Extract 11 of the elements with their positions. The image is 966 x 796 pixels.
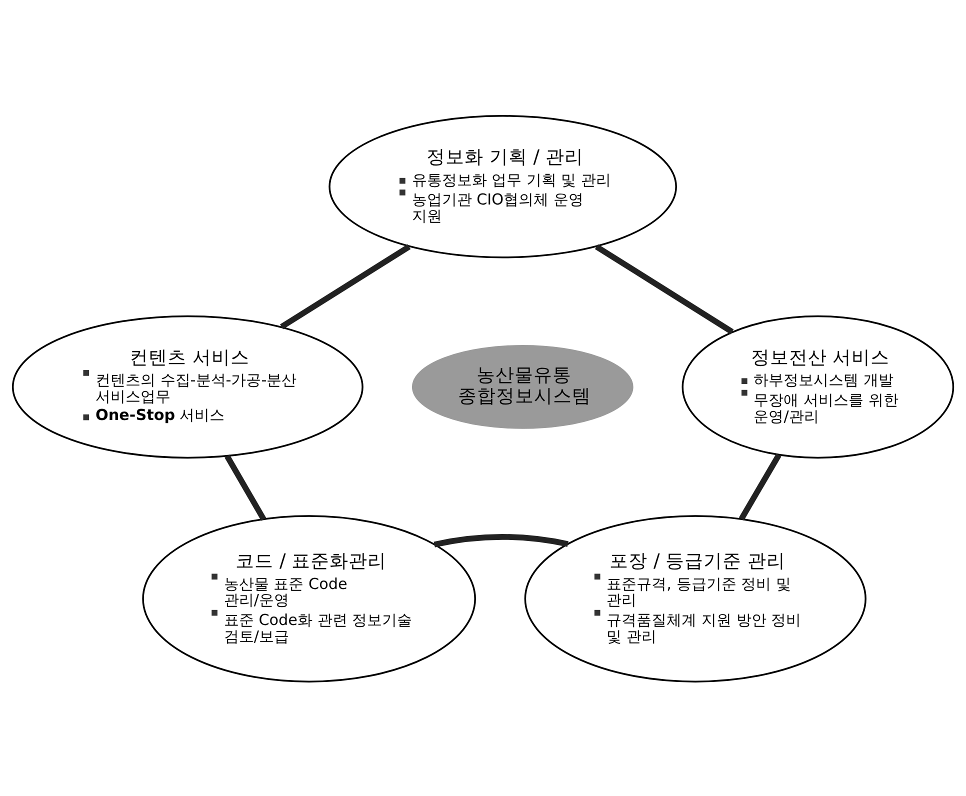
node-ellipse: 정보화 기획 / 관리 유통정보화 업무 기획 및 관리 농업기관 CIO협의체 운영 지원 xyxy=(328,114,677,258)
connector xyxy=(738,453,782,520)
node-ellipse: 정보전산 서비스 하부정보시스템 개발 무장애 서비스를 위한 운영/관리 xyxy=(682,314,954,458)
node-ellipse: 컨텐츠 서비스 컨텐츠의 수집-분석-가공-분산 서비스업무 One-Stop 서비스 xyxy=(12,314,364,458)
connector xyxy=(594,244,734,334)
node-ellipse: 농산물유통 종합정보시스템 xyxy=(412,344,634,428)
connector xyxy=(224,454,266,520)
node-ellipse: 코드 / 표준화관리 농산물 표준 Code 관리/운영 표준 Code화 관련 정보기술 검토/보급 xyxy=(142,514,476,682)
node-ellipse: 포장 / 등급기준 관리 표준규격, 등급기준 정비 및 관리 규격품질체계 지원 방안 정비 및 관리 xyxy=(524,514,866,682)
connector xyxy=(280,244,411,329)
connector xyxy=(434,534,568,547)
